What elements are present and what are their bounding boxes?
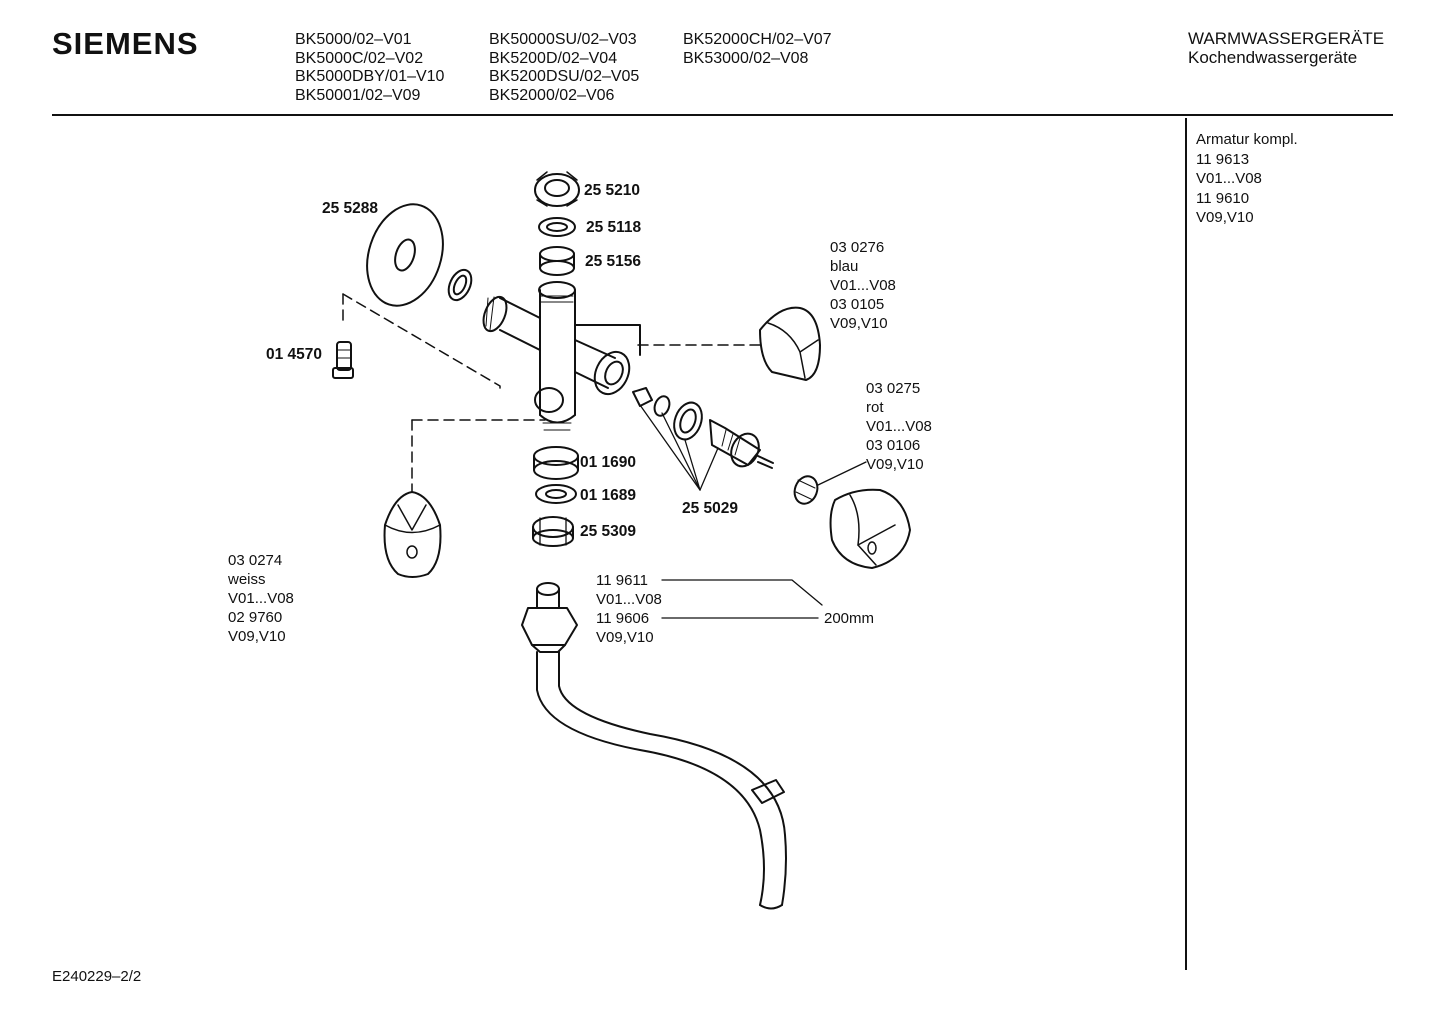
white-knob xyxy=(383,491,442,578)
washer xyxy=(538,217,576,237)
document-code: E240229–2/2 xyxy=(52,968,142,985)
washer-011689 xyxy=(535,484,577,504)
valve-body xyxy=(482,281,641,431)
sidebar-line: V01...V08 xyxy=(1196,170,1262,187)
model-code: BK50000SU/02–V03 xyxy=(489,31,637,48)
note-line: 03 0275 xyxy=(866,380,921,397)
blue-knob xyxy=(759,306,821,381)
dashed-leaders xyxy=(342,293,761,493)
header-divider xyxy=(52,114,1393,116)
note-spout-length: 200mm xyxy=(824,610,875,627)
note-line: 02 9760 xyxy=(228,609,283,626)
note-spout: 11 9611 V01...V08 11 9606 V09,V10 xyxy=(596,571,662,647)
wall-rosette xyxy=(366,203,444,307)
sidebar-line: Armatur kompl. xyxy=(1196,131,1298,148)
note-line: 03 0105 xyxy=(830,296,885,313)
red-knob xyxy=(793,475,911,569)
note-line: 03 0276 xyxy=(830,239,885,256)
sidebar-line: 11 9610 xyxy=(1196,189,1250,207)
note-line: V09,V10 xyxy=(866,456,924,473)
note-line: 11 9611 xyxy=(596,572,648,589)
note-line: V09,V10 xyxy=(228,628,286,645)
category-subtitle: Kochendwassergeräte xyxy=(1188,47,1358,67)
part-label-valve-insert: 25 5029 xyxy=(682,500,739,517)
category-block: WARMWASSERGERÄTE Kochendwassergeräte xyxy=(1188,29,1385,67)
model-code: BK5000DBY/01–V10 xyxy=(295,68,445,85)
model-list-col3: BK52000CH/02–V07 BK53000/02–V08 xyxy=(683,31,832,68)
model-list-col1: BK5000/02–V01 BK5000C/02–V02 BK5000DBY/0… xyxy=(295,31,444,105)
part-label-washer-lower: 01 1689 xyxy=(580,487,637,504)
clip-255309 xyxy=(532,516,574,547)
spout-leaders xyxy=(661,579,823,619)
note-line: V01...V08 xyxy=(596,591,662,608)
note-line: V01...V08 xyxy=(866,418,932,435)
note-line: 03 0106 xyxy=(866,437,921,454)
part-label-screw: 01 4570 xyxy=(266,346,323,363)
note-line: V01...V08 xyxy=(830,277,896,294)
exploded-view-diagram xyxy=(332,171,911,910)
note-line: V09,V10 xyxy=(596,629,654,646)
part-label-sleeve: 25 5156 xyxy=(585,253,642,270)
note-line: 03 0274 xyxy=(228,552,283,569)
part-label-clip: 25 5309 xyxy=(580,523,637,540)
sidebar-divider xyxy=(1185,118,1187,970)
model-code: BK53000/02–V08 xyxy=(683,49,809,67)
model-code: BK52000/02–V06 xyxy=(489,86,615,104)
insert-pointer-lines xyxy=(639,404,719,491)
model-list-col2: BK50000SU/02–V03 BK5200D/02–V04 BK5200DS… xyxy=(489,31,639,105)
model-code: BK5000/02–V01 xyxy=(295,31,412,48)
red-knob-leader xyxy=(817,461,867,486)
valve-insert xyxy=(632,387,774,469)
sidebar-line: V09,V10 xyxy=(1196,209,1254,226)
note-line: rot xyxy=(866,399,884,416)
part-label-rosette: 25 5288 xyxy=(322,200,379,217)
note-blue-knob: 03 0276 blau V01...V08 03 0105 V09,V10 xyxy=(830,238,896,333)
note-white-knob: 03 0274 weiss V01...V08 02 9760 V09,V10 xyxy=(228,551,294,646)
model-code: BK50001/02–V09 xyxy=(295,86,421,104)
model-code: BK52000CH/02–V07 xyxy=(683,31,832,48)
nut-011690 xyxy=(533,446,579,480)
gasket-ring xyxy=(447,268,473,302)
brand-logo: SIEMENS xyxy=(52,26,199,61)
sidebar-assembly-info: Armatur kompl. 11 9613 V01...V08 11 9610… xyxy=(1196,130,1298,228)
note-line: 11 9606 xyxy=(596,610,650,627)
note-red-knob: 03 0275 rot V01...V08 03 0106 V09,V10 xyxy=(866,379,932,474)
cap-nut xyxy=(534,171,580,207)
note-line: weiss xyxy=(228,571,266,588)
spout xyxy=(521,582,787,910)
category-title: WARMWASSERGERÄTE xyxy=(1188,29,1385,48)
part-label-washer: 25 5118 xyxy=(586,219,642,236)
model-code: BK5200D/02–V04 xyxy=(489,49,618,67)
sidebar-line: 11 9613 xyxy=(1196,150,1250,168)
part-label-cap-nut: 25 5210 xyxy=(584,182,641,199)
note-line: V09,V10 xyxy=(830,315,888,332)
sleeve xyxy=(539,246,575,276)
note-line: V01...V08 xyxy=(228,590,294,607)
screw xyxy=(332,341,354,379)
part-label-nut: 01 1690 xyxy=(580,454,637,471)
note-line: blau xyxy=(830,258,859,275)
model-code: BK5000C/02–V02 xyxy=(295,49,424,67)
model-code: BK5200DSU/02–V05 xyxy=(489,68,640,85)
